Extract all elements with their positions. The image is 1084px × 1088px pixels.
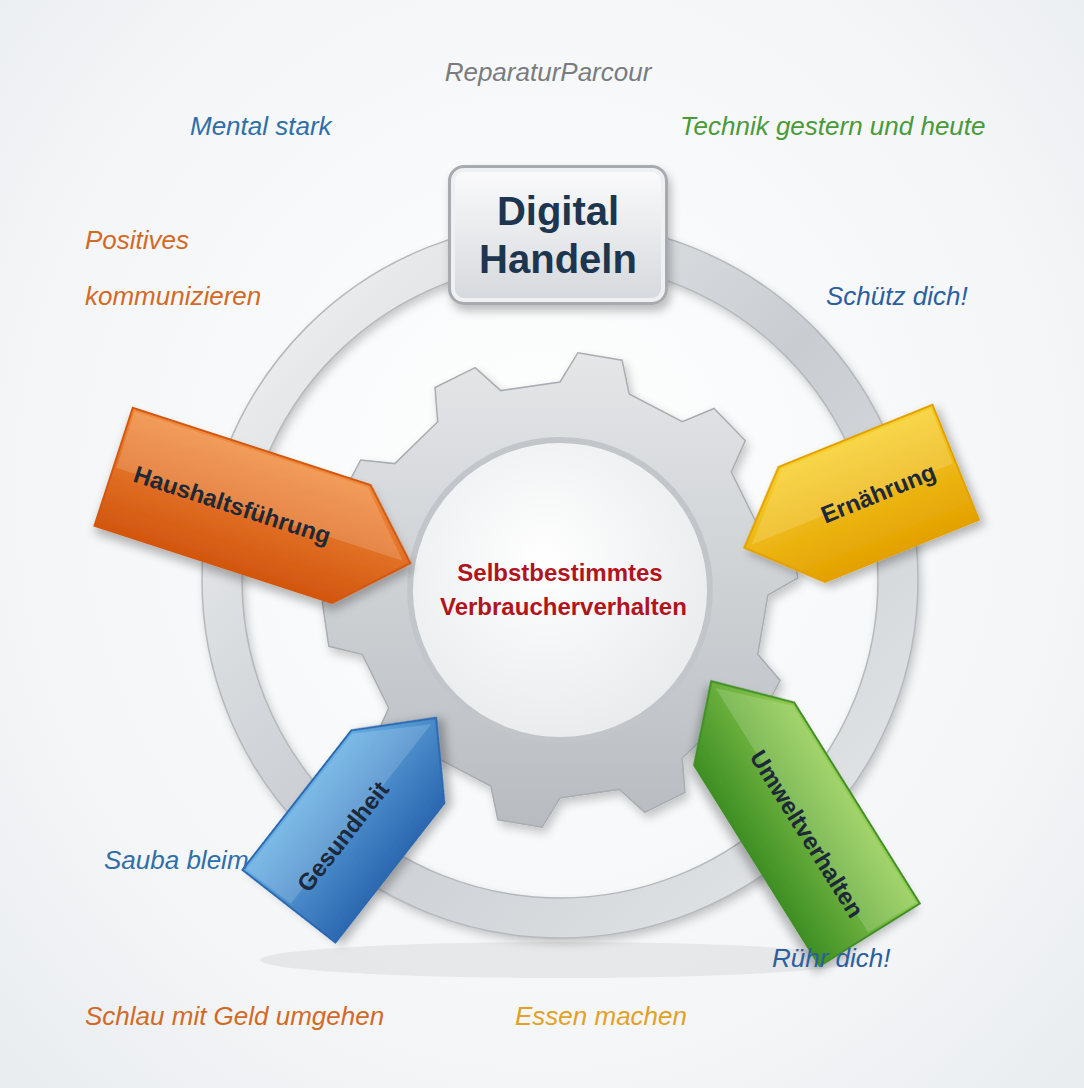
module-label: Technik gestern und heute: [680, 98, 986, 154]
module-label: Sauba bleim: [104, 832, 249, 888]
module-label: Rühr dich!: [772, 930, 891, 986]
topic-arrow: Haushaltsführung: [94, 408, 429, 622]
node-text: Digital Handeln: [465, 187, 651, 283]
topic-arrow: Gesundheit: [242, 682, 482, 943]
topic-arrow: Umweltverhalten: [661, 650, 920, 966]
module-label: Essen machen: [515, 988, 687, 1044]
module-label: Schütz dich!: [826, 268, 968, 324]
topic-arrow: Ernährung: [721, 405, 979, 605]
module-label: Schlau mit Geld umgehen: [85, 988, 384, 1044]
module-label: Positives kommunizieren: [85, 212, 315, 324]
module-label: ReparaturParcour: [445, 44, 652, 100]
title-box: Digital Handeln: [448, 165, 668, 305]
center-circle: Selbstbestimmtes Verbraucherverhalten: [420, 450, 700, 730]
node-text: Selbstbestimmtes Verbraucherverhalten: [440, 556, 680, 624]
module-label: Mental stark: [190, 98, 332, 154]
